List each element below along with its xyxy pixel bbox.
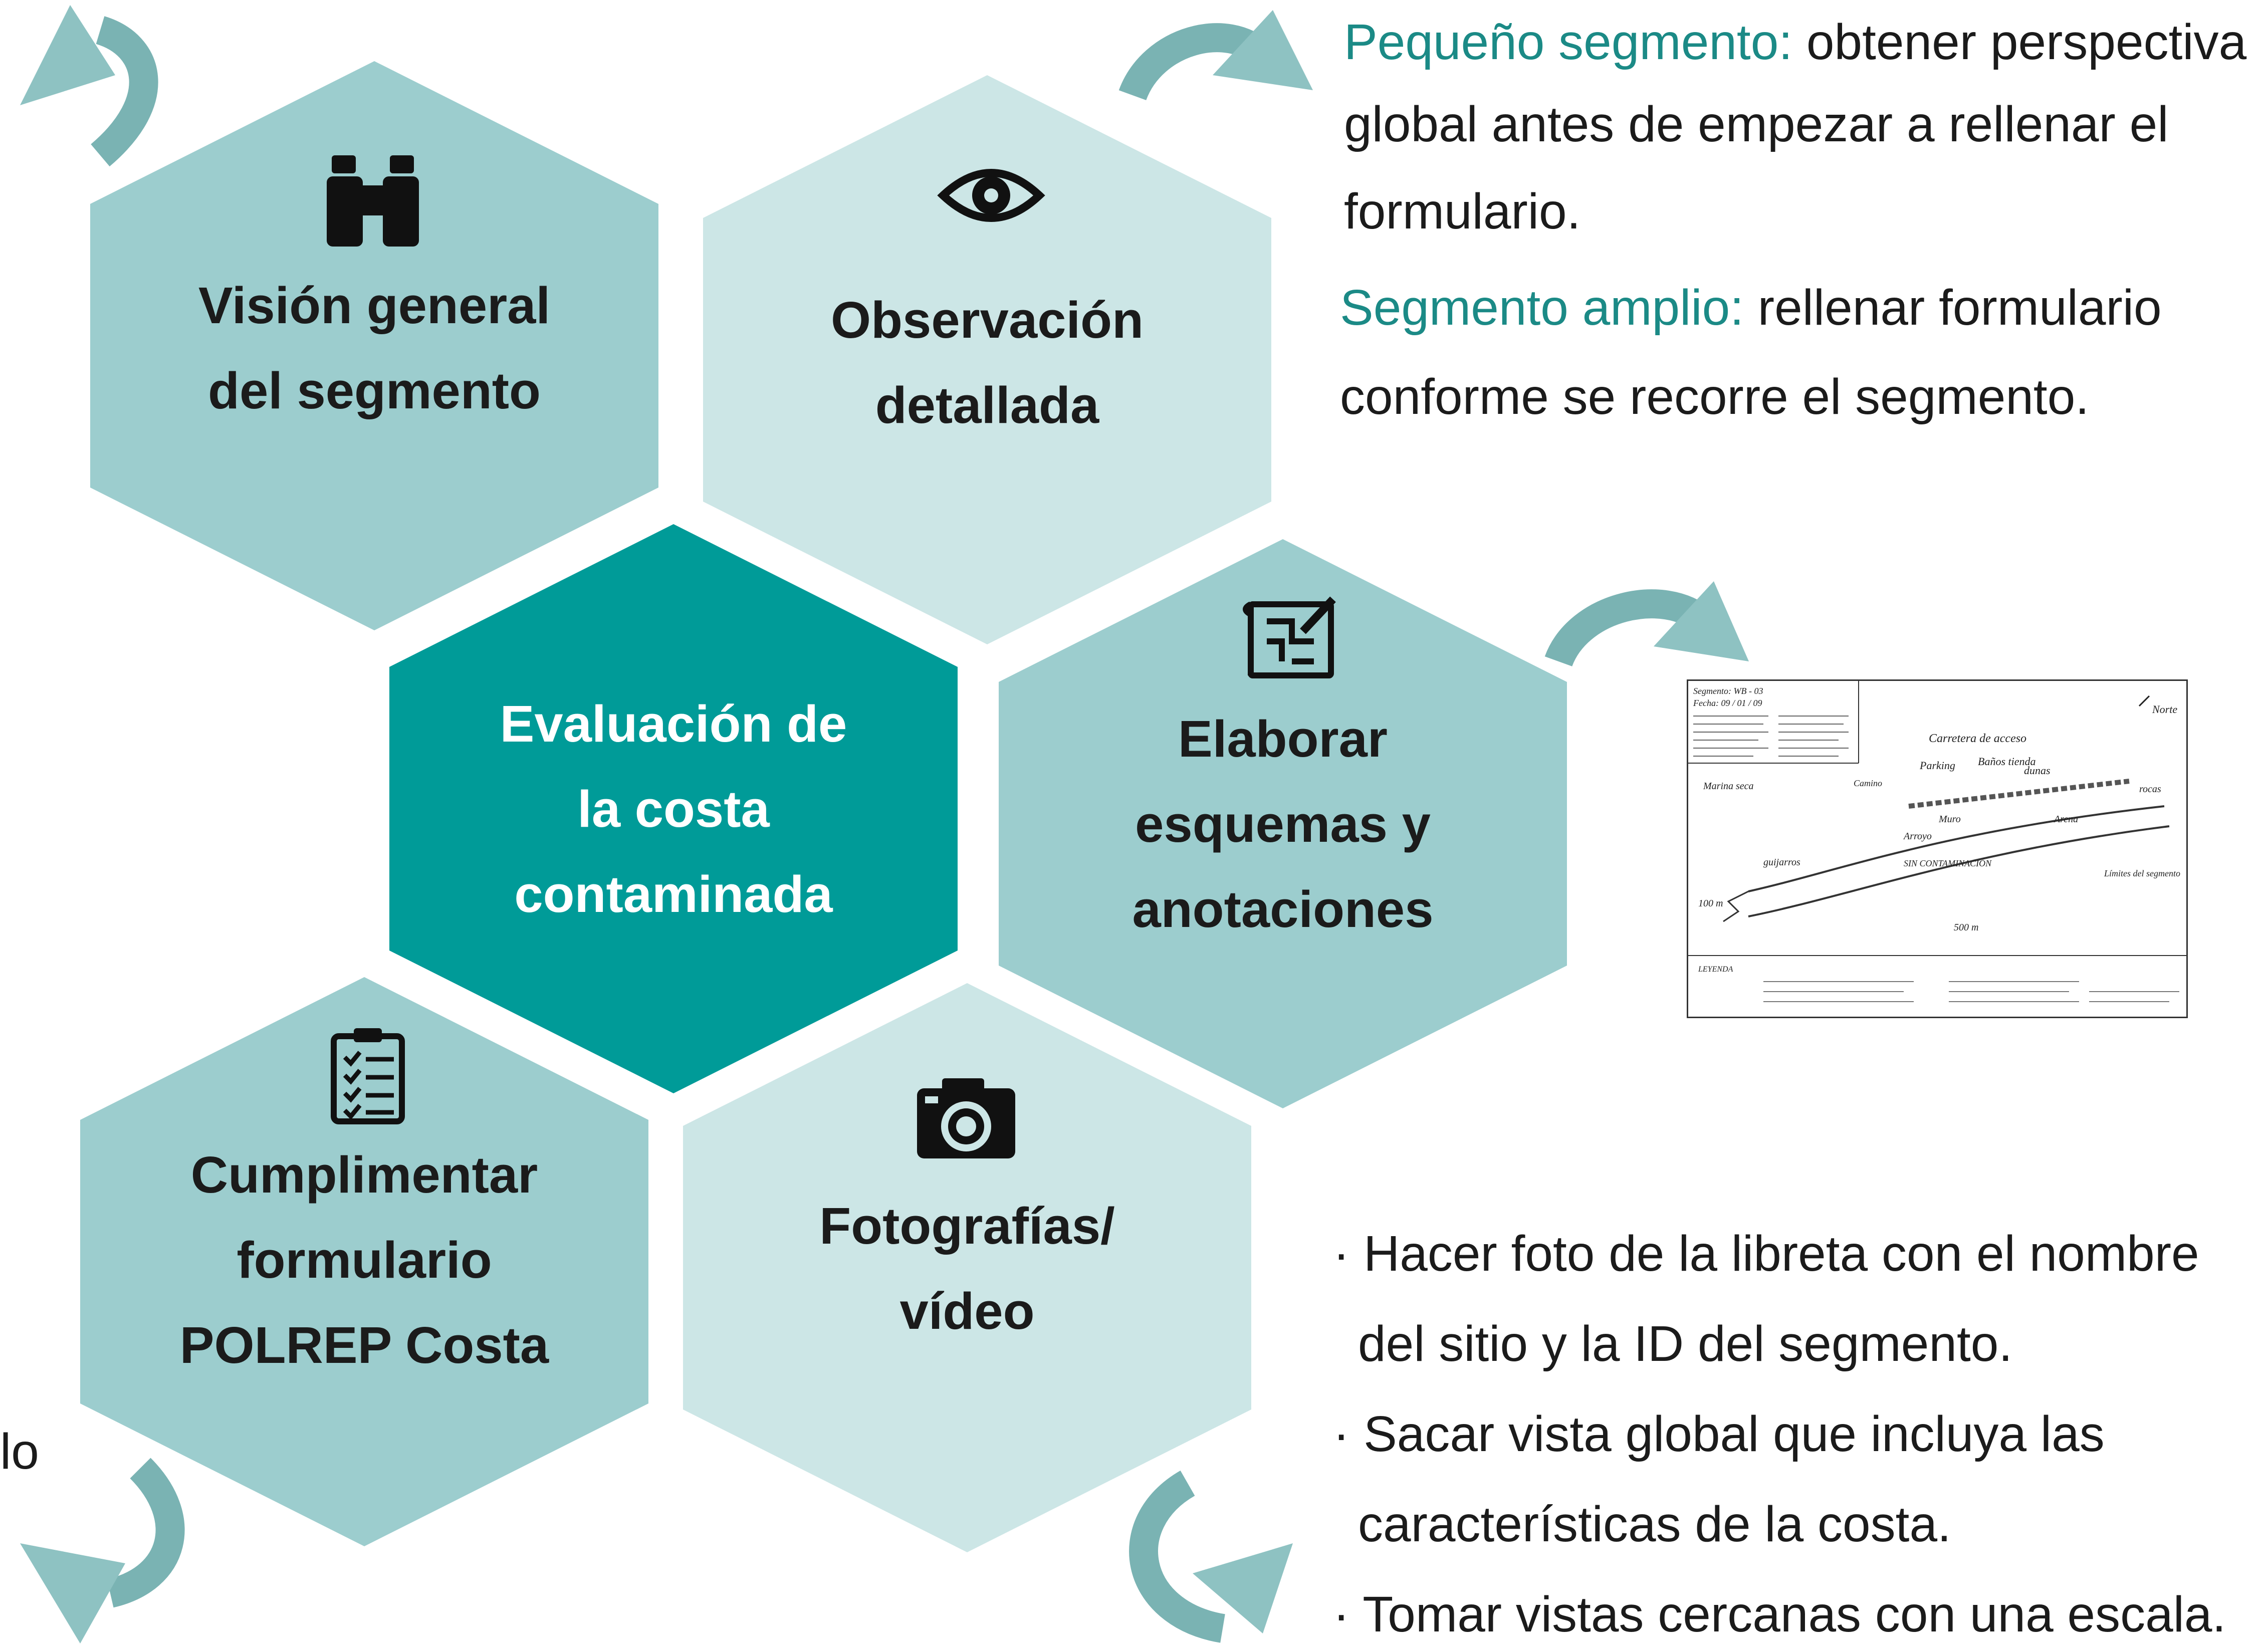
vision-title-line2: del segmento (208, 362, 541, 419)
hex-evaluacion-center (389, 524, 958, 1093)
curved-arrow-bottom-right (1129, 1470, 1293, 1643)
cumplimentar-title-line1: Cumplimentar (191, 1146, 538, 1204)
note-pequeno-line1: Pequeño segmento: obtener perspectiva (1344, 17, 2246, 67)
sketch-label-rocas: rocas (2139, 784, 2161, 795)
sketch-segment-label: Segmento: WB - 03 (1693, 686, 1763, 696)
fotos-title-line2: vídeo (899, 1282, 1034, 1340)
cut-off-text-fragment: lo (0, 1424, 39, 1480)
sketch-legend-title: LEYENDA (1698, 965, 1733, 974)
sketch-label-carretera: Carretera de acceso (1929, 732, 2026, 745)
sketch-thumbnail: Segmento: WB - 03 Fecha: 09 / 01 / 09 No… (1687, 679, 2188, 1018)
esquemas-title-line1: Elaborar (1178, 710, 1388, 768)
note-amplio-line1: Segmento amplio: rellenar formulario (1340, 283, 2162, 333)
note-fotos-line5: · Tomar vistas cercanas con una escala. (1333, 1586, 2226, 1642)
center-title-line2: la costa (577, 780, 770, 838)
curved-arrow-right-middle (1544, 581, 1749, 667)
note-pequeno-line3: formulario. (1344, 183, 1581, 240)
note-fotos-line4: características de la costa. (1358, 1496, 1951, 1552)
hex-observacion (703, 75, 1271, 644)
sketch-date-label: Fecha: 09 / 01 / 09 (1693, 698, 1762, 708)
hex-fotos (683, 983, 1251, 1552)
note-fotos-line1: · Hacer foto de la libreta con el nombre (1333, 1226, 2199, 1282)
hex-esquemas (999, 539, 1567, 1108)
sketch-label-muro: Muro (1938, 814, 1961, 825)
fotos-title-line1: Fotografías/ (819, 1197, 1114, 1255)
sketch-label-banos: Baños tienda (1978, 755, 2036, 768)
vision-title-line1: Visión general (198, 277, 550, 334)
eye-icon (937, 169, 1045, 222)
cumplimentar-title-line3: POLREP Costa (180, 1316, 549, 1374)
sketch-label-100m: 100 m (1698, 898, 1723, 909)
curved-arrow-top-right (1118, 10, 1313, 101)
note-amplio-line2: conforme se recorre el segmento. (1340, 369, 2090, 425)
hex-vision-general (90, 61, 658, 630)
esquemas-title-line3: anotaciones (1132, 880, 1433, 938)
center-title-line3: contaminada (514, 865, 833, 923)
note-amplio-label: Segmento amplio: (1340, 280, 1744, 336)
esquemas-title-line2: esquemas y (1135, 795, 1431, 853)
note-pequeno-text: obtener perspectiva (1792, 14, 2247, 70)
sketch-label-guijarros: guijarros (1763, 857, 1800, 868)
center-title-line1: Evaluación de (500, 695, 847, 753)
sketch-label-parking: Parking (1919, 759, 1955, 772)
observacion-title-line2: detallada (875, 376, 1099, 434)
blueprint-sketch-icon (1243, 596, 1336, 678)
sketch-label-arena: Arena (2053, 814, 2078, 825)
sketch-label-dunas: dunas (2024, 764, 2051, 777)
hex-cumplimentar (80, 977, 648, 1546)
curved-arrow-top-left (20, 5, 158, 167)
note-fotos-line3: · Sacar vista global que incluya las (1333, 1406, 2105, 1462)
note-fotos-line2: del sitio y la ID del segmento. (1358, 1316, 2013, 1372)
clipboard-checklist-icon (331, 1028, 405, 1124)
curved-arrow-bottom-left (20, 1458, 185, 1643)
sketch-label-camino: Camino (1854, 778, 1882, 788)
note-amplio-text: rellenar formulario (1744, 280, 2162, 336)
binoculars-icon (327, 155, 419, 247)
sketch-label-limites: Límites del segmento (2104, 868, 2180, 878)
sketch-label-arroyo: Arroyo (1903, 831, 1932, 842)
sketch-label-marina: Marina seca (1703, 781, 1754, 792)
sketch-label-sin-contaminacion: SIN CONTAMINACIÓN (1904, 858, 1992, 868)
cumplimentar-title-line2: formulario (237, 1231, 492, 1289)
observacion-title-line1: Observación (831, 291, 1144, 349)
note-pequeno-line2: global antes de empezar a rellenar el (1344, 96, 2169, 152)
note-pequeno-label: Pequeño segmento: (1344, 14, 1793, 70)
camera-icon (917, 1078, 1015, 1158)
sketch-north-label: Norte (2152, 703, 2177, 716)
sketch-label-500m: 500 m (1954, 922, 1978, 933)
